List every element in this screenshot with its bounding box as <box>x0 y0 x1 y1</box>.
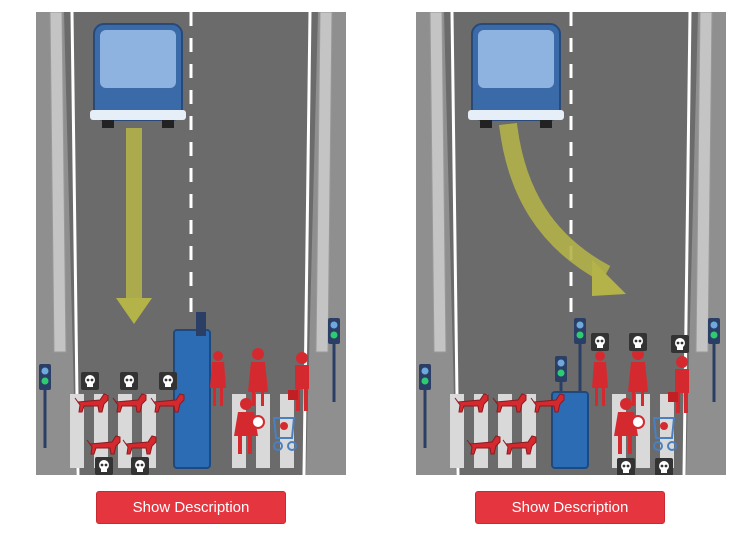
stroller-icon <box>272 417 297 451</box>
car-icon <box>90 23 186 128</box>
show-description-button-left[interactable]: Show Description <box>96 491 286 524</box>
scenario-left-illustration[interactable] <box>36 12 346 475</box>
arrow-curved-icon <box>499 122 626 296</box>
show-description-button-right[interactable]: Show Description <box>475 491 665 524</box>
arrow-straight-icon <box>116 128 152 324</box>
car-icon <box>468 23 564 128</box>
man-icon <box>288 352 309 411</box>
barrier-icon <box>49 12 333 353</box>
scenario-right-illustration[interactable] <box>416 12 726 475</box>
criminal-icon <box>234 398 265 454</box>
woman-icon <box>210 348 268 406</box>
woman-icon <box>592 348 648 406</box>
stroller-icon <box>652 417 677 451</box>
criminal-icon <box>614 398 645 454</box>
man-icon <box>668 356 689 413</box>
